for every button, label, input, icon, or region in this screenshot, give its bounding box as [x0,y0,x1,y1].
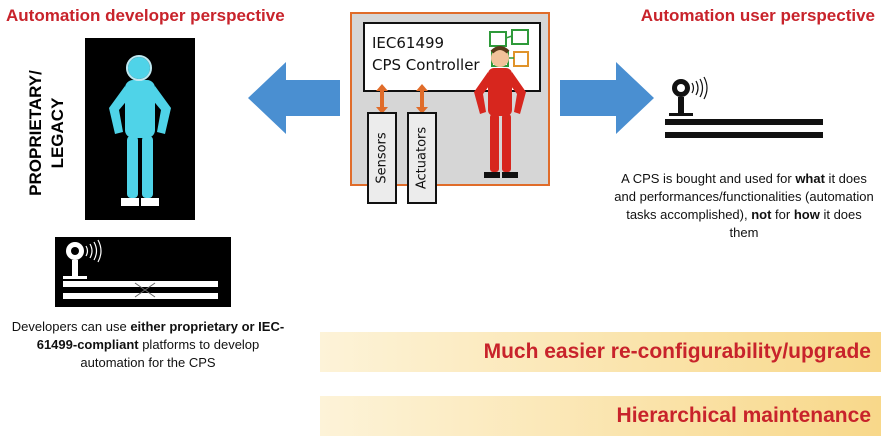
actuators-connection-arrow-icon [416,84,428,114]
user-caption-text4: it does them [729,207,862,240]
reconfigurability-banner-text: Much easier re-configurability/upgrade [483,340,871,363]
developer-caption: Developers can use either proprietary or… [8,318,288,372]
controller-line2: CPS Controller [372,56,480,74]
sensors-label: Sensors [374,132,390,184]
side-label-line1: PROPRIETARY/ [26,70,45,196]
cyan-suit-figure-icon [109,55,171,206]
user-perspective-heading: Automation user perspective [640,6,875,25]
maintenance-banner: Hierarchical maintenance [320,396,881,436]
controller-line1: IEC61499 [372,34,445,52]
user-caption-bold-what: what [795,171,825,186]
developer-figure-image [85,38,195,220]
conveyor-sensor-icon [63,239,218,299]
developer-caption-bold: either proprietary or IEC-61499-complian… [36,319,285,352]
user-caption: A CPS is bought and used for what it doe… [612,170,876,242]
red-suit-figure-icon [474,46,526,178]
right-arrow-icon [560,62,654,134]
sensors-box: Sensors [367,112,397,204]
developer-caption-text1: Developers can use [11,319,131,334]
sensors-connection-arrow-icon [376,84,388,114]
user-conveyor-sensor-icon [665,76,823,138]
user-caption-text1: A CPS is bought and used for [621,171,796,186]
user-caption-bold-how: how [793,207,820,222]
actuators-box: Actuators [407,112,437,204]
reconfigurability-banner: Much easier re-configurability/upgrade [320,332,881,372]
user-caption-text2: it does and performances/functionalities… [614,171,874,222]
developer-caption-text2: platforms to develop automation for the … [80,337,260,370]
user-caption-bold-not: not [751,207,772,222]
cps-controller-label: IEC61499 CPS Controller [372,32,480,76]
side-label-line2: LEGACY [48,97,67,169]
proprietary-legacy-label: PROPRIETARY/ LEGACY [25,58,71,208]
developer-sensor-conveyor-image [55,237,231,307]
user-caption-text3: for [771,207,794,222]
maintenance-banner-text: Hierarchical maintenance [616,404,871,427]
developer-perspective-heading: Automation developer perspective [6,6,285,25]
left-arrow-icon [248,62,340,134]
actuators-label: Actuators [414,126,430,190]
